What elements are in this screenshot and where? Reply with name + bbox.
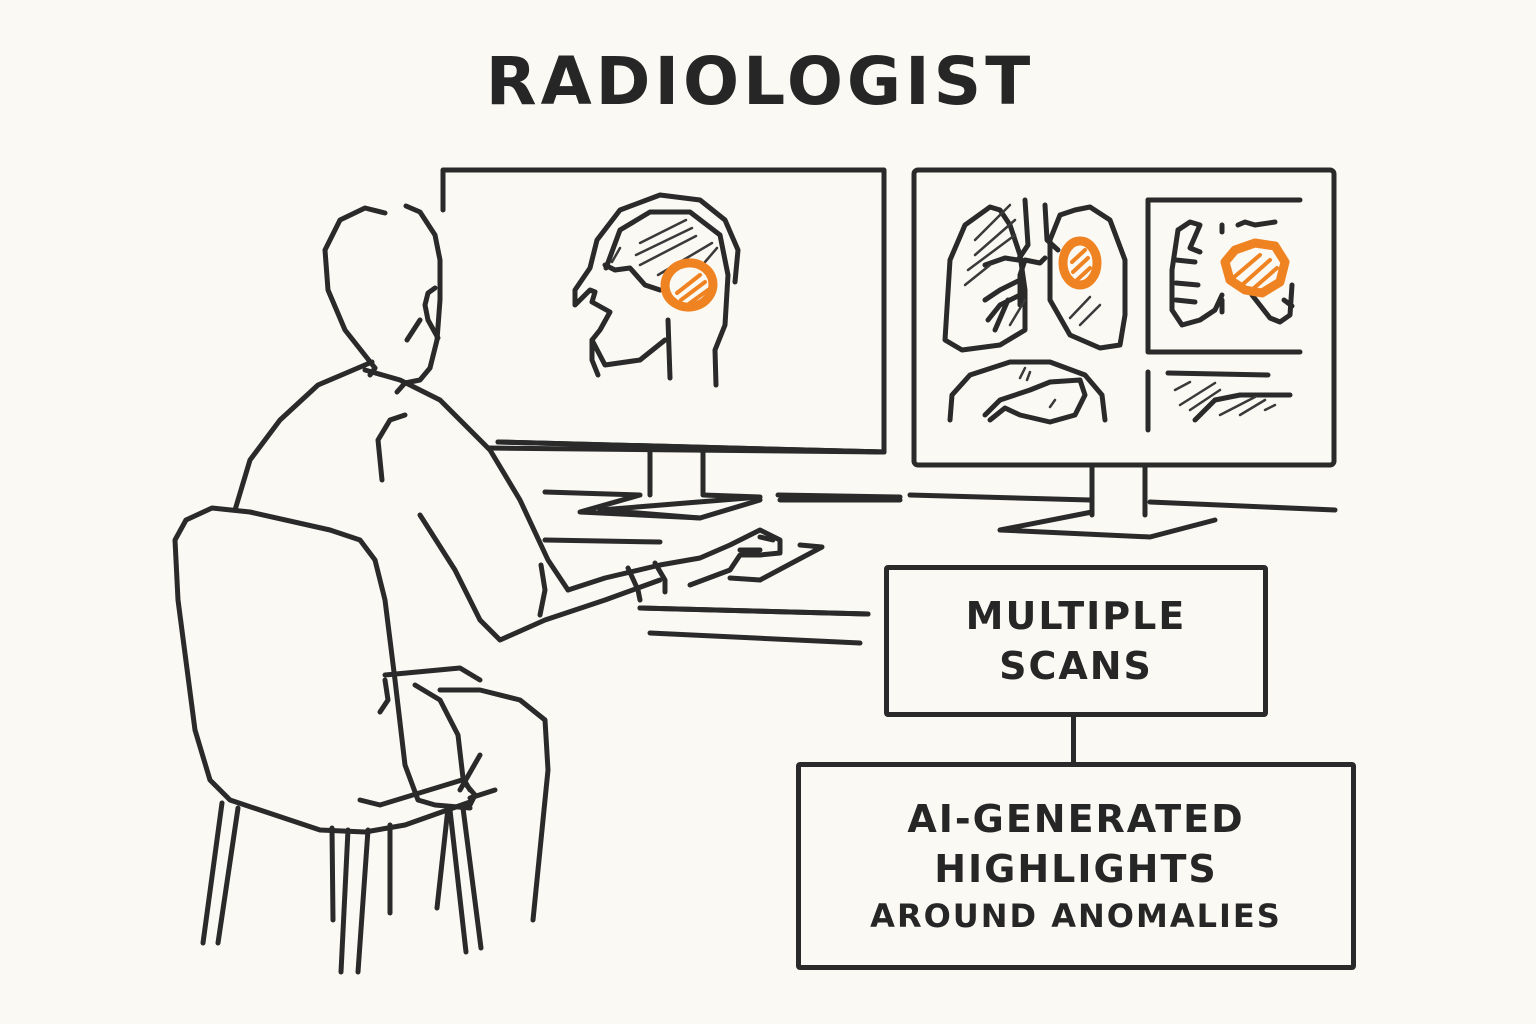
- head-scan-icon: [572, 192, 741, 388]
- ai-highlights-label-box: AI-GENERATED HIGHLIGHTS AROUND ANOMALIES: [796, 762, 1356, 970]
- multiple-scans-line-2: SCANS: [999, 644, 1153, 688]
- ai-highlights-line-1: AI-GENERATED: [907, 797, 1245, 841]
- left-monitor: [440, 167, 903, 521]
- chest-anomaly-highlight: [1220, 238, 1290, 298]
- ai-highlights-line-3: AROUND ANOMALIES: [870, 897, 1282, 935]
- lung-anomaly-highlight: [1058, 236, 1102, 290]
- diagram-title: RADIOLOGIST: [485, 43, 1035, 120]
- ribcage-scan-icon: [1169, 219, 1295, 328]
- lungs-scan-icon: [942, 197, 1128, 353]
- brain-anomaly-highlight: [660, 258, 718, 312]
- ai-highlights-line-2: HIGHLIGHTS: [934, 847, 1218, 891]
- multiple-scans-line-1: MULTIPLE: [965, 594, 1187, 638]
- radiologist-figure: [232, 203, 783, 923]
- multiple-scans-label-box: MULTIPLE SCANS: [884, 565, 1268, 717]
- abdomen-scan-icon: [947, 359, 1108, 425]
- tissue-scan-icon: [1173, 380, 1293, 423]
- right-monitor: [907, 167, 1338, 540]
- chair: [172, 505, 484, 975]
- desk-edge: [637, 605, 871, 617]
- keyboard-icon: [727, 542, 825, 583]
- box-connector-line: [1071, 716, 1076, 764]
